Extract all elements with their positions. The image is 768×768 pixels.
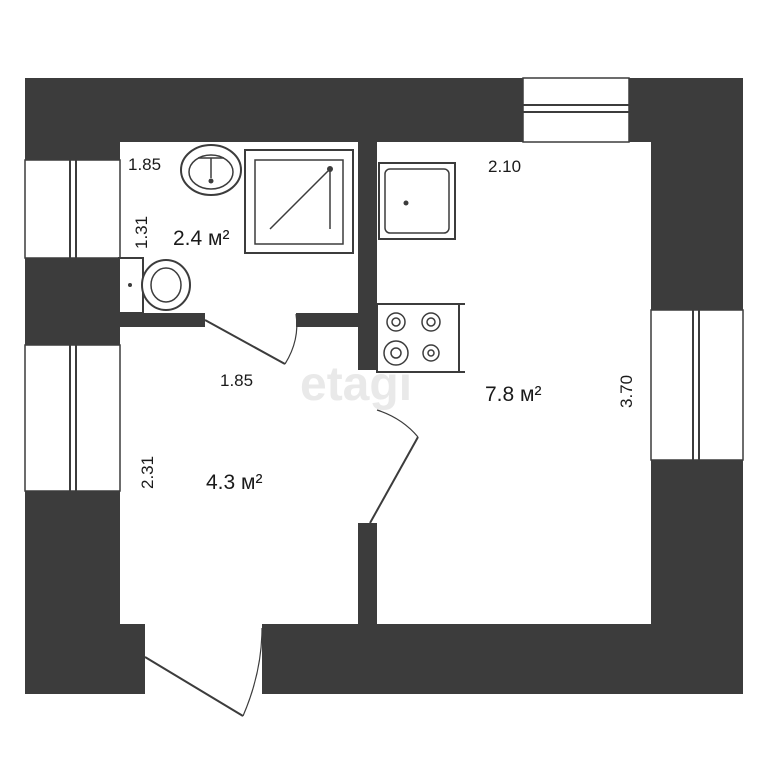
stove-icon bbox=[376, 303, 465, 373]
bathroom-door bbox=[204, 319, 286, 365]
toilet-icon bbox=[118, 257, 191, 314]
left-window-upper bbox=[24, 159, 121, 259]
bottom-wall bbox=[262, 624, 743, 694]
hall-partition-bottom bbox=[358, 523, 377, 624]
shower-icon bbox=[244, 149, 354, 254]
bathroom-width-label: 1.85 bbox=[128, 155, 161, 174]
kitchen-area-label: 7.8 м² bbox=[485, 383, 541, 406]
doors bbox=[144, 313, 419, 717]
windows bbox=[24, 77, 744, 492]
top-wall bbox=[25, 78, 743, 142]
kitchen-depth-label: 3.70 bbox=[617, 375, 636, 408]
kitchen-fixtures bbox=[376, 162, 465, 373]
bathroom-area-label: 2.4 м² bbox=[173, 227, 229, 250]
labels: 1.85 1.31 2.4 м² 2.10 3.70 7.8 м² 1.85 2… bbox=[128, 155, 636, 494]
hall-depth-label: 2.31 bbox=[138, 456, 157, 489]
left-window-lower bbox=[24, 344, 121, 492]
kitchen-width-label: 2.10 bbox=[488, 157, 521, 176]
bottom-wall-left bbox=[25, 624, 145, 694]
hall-area-label: 4.3 м² bbox=[206, 471, 262, 494]
sink-icon bbox=[180, 144, 242, 196]
bathroom-depth-label: 1.31 bbox=[132, 216, 151, 249]
hall-partition-top bbox=[358, 327, 377, 370]
hall-width-label: 1.85 bbox=[220, 371, 253, 390]
top-window bbox=[522, 77, 630, 143]
bathroom-fixtures bbox=[118, 144, 354, 314]
entrance-door bbox=[144, 656, 244, 717]
bathroom-bottom-wall-right bbox=[296, 313, 377, 327]
kitchen-sink-icon bbox=[378, 162, 456, 240]
right-window bbox=[650, 309, 744, 461]
bathroom-partition bbox=[358, 142, 377, 327]
kitchen-door bbox=[369, 436, 419, 524]
bathroom-bottom-wall-left bbox=[120, 313, 205, 327]
